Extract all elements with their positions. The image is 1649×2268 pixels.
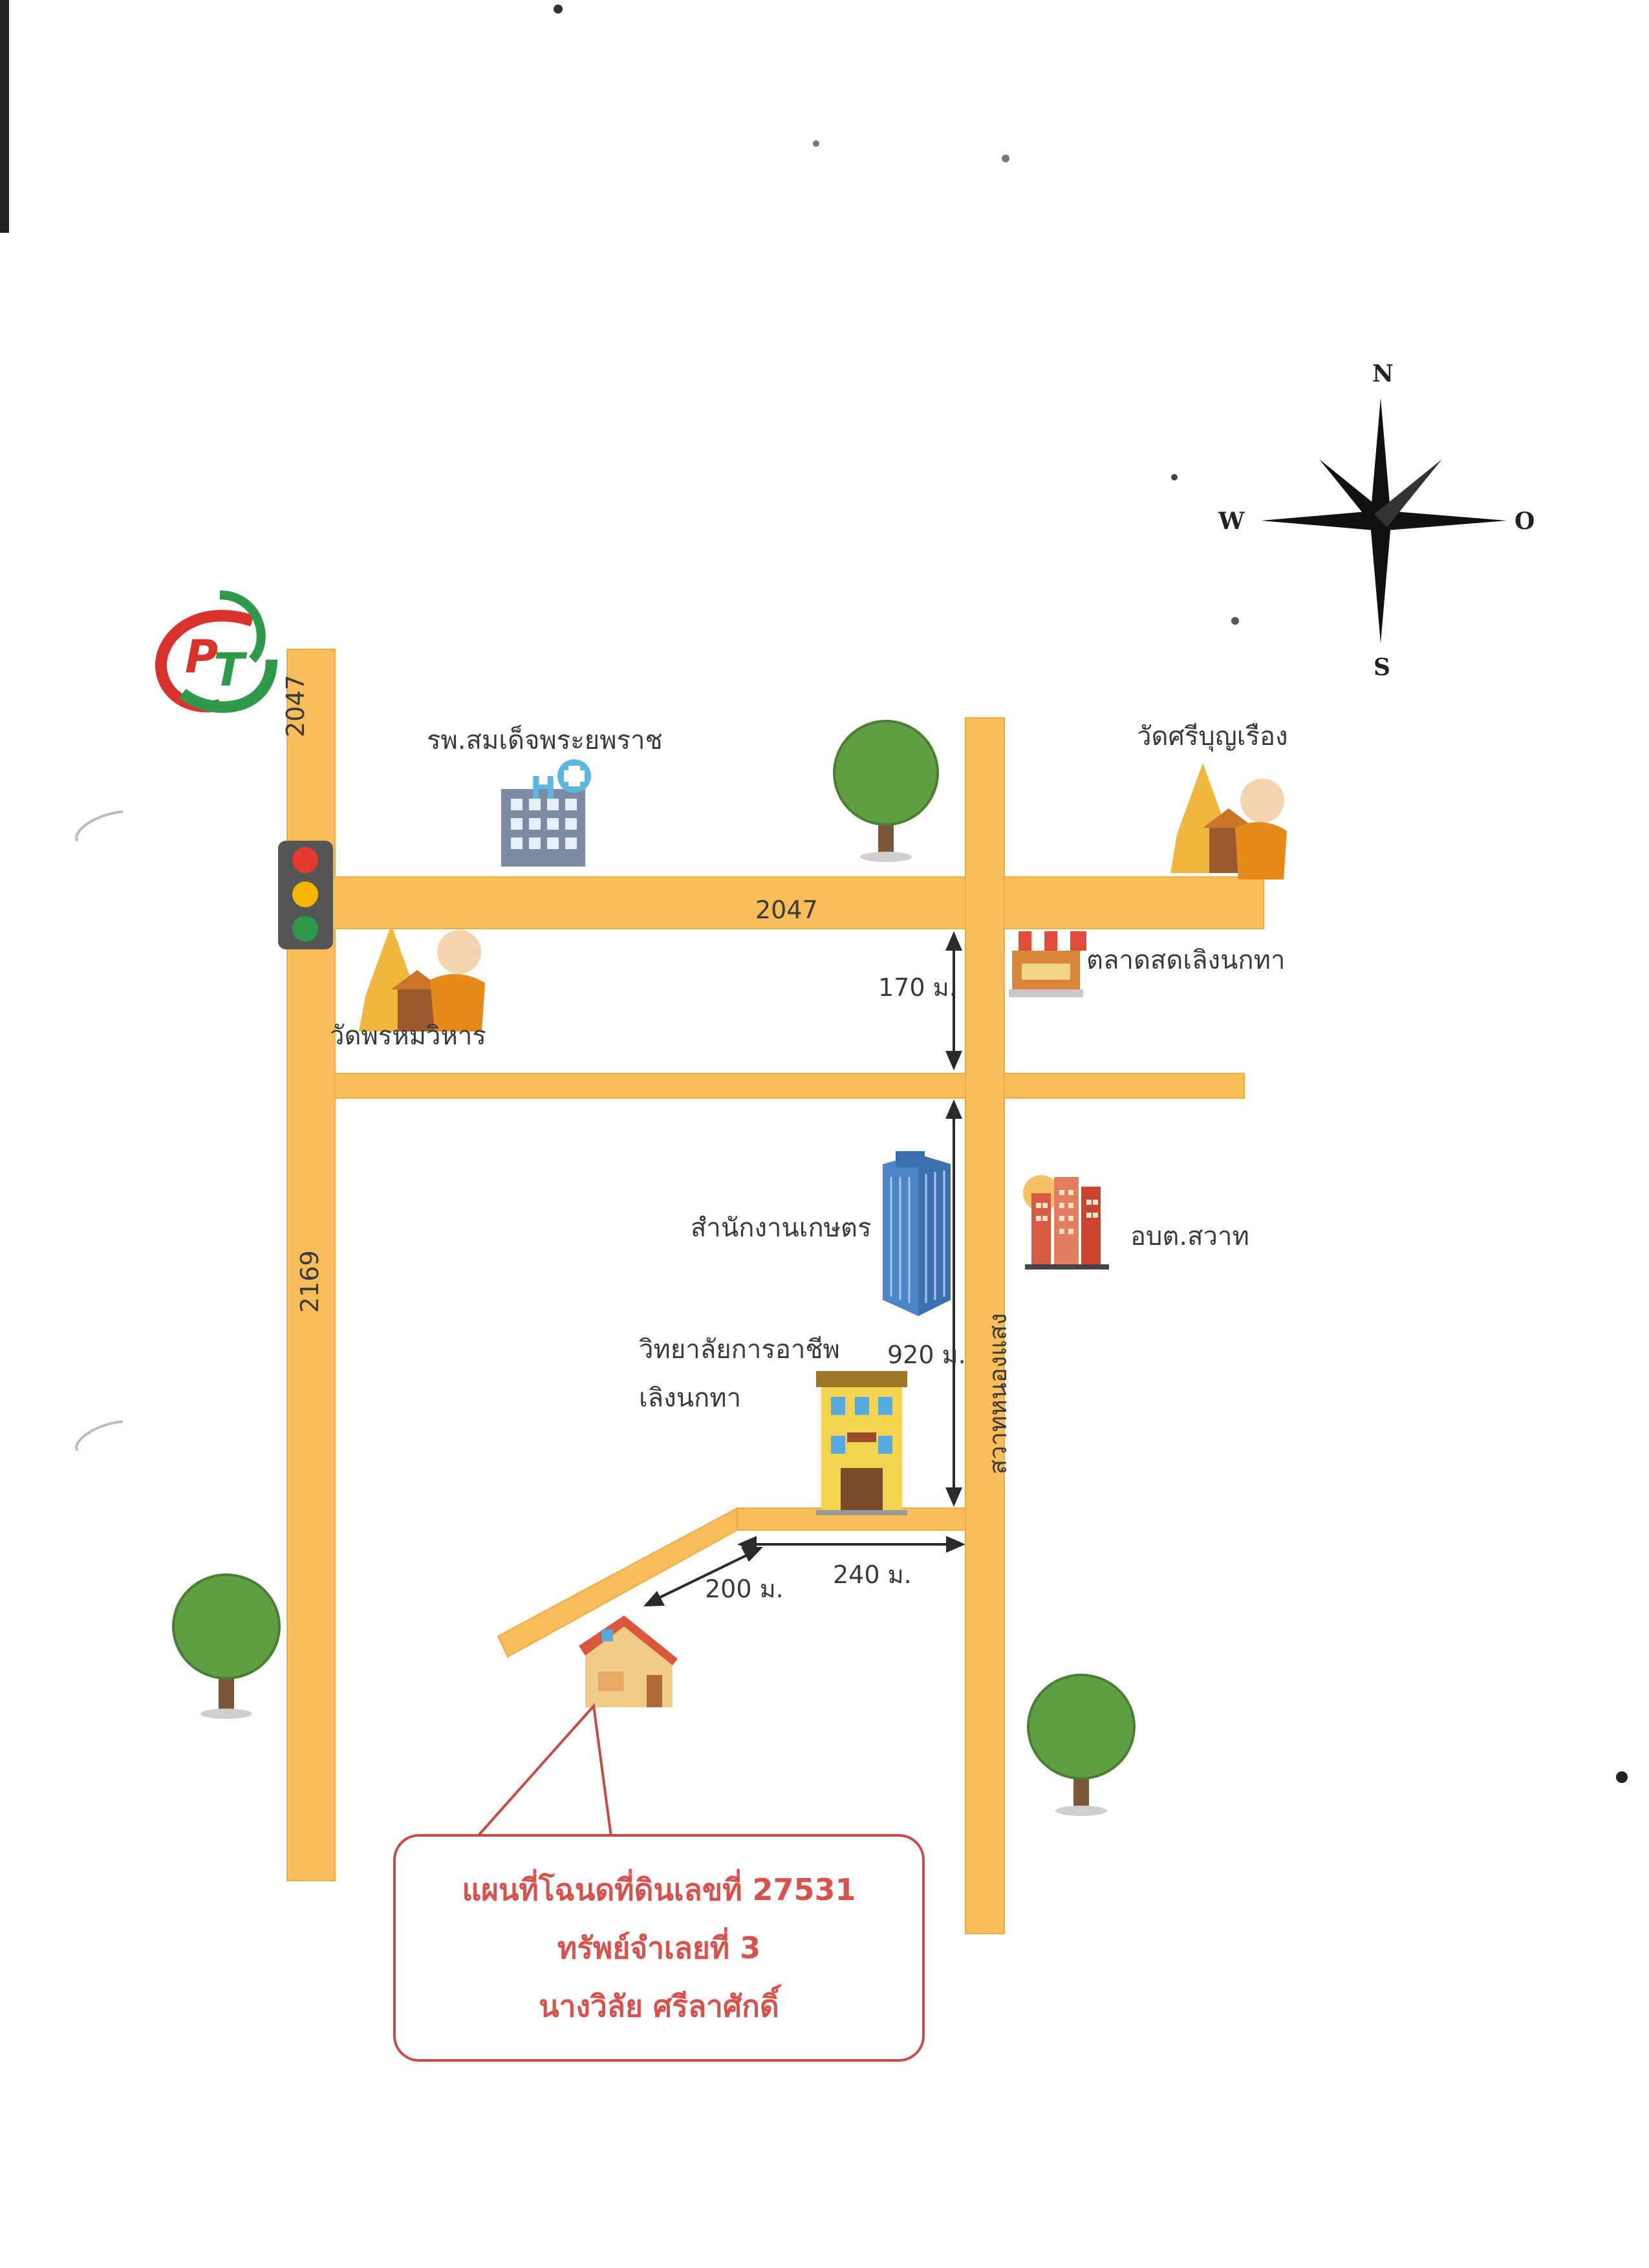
dimension-arrows (643, 931, 965, 1606)
house-icon (579, 1615, 678, 1707)
distance-200: 200 ม. (705, 1575, 784, 1603)
scan-marks (0, 0, 1628, 1783)
compass-west: W (1218, 508, 1245, 535)
market-icon (1006, 931, 1086, 997)
compass-south: S (1374, 654, 1390, 681)
tree-icon-left (172, 1573, 281, 1719)
parcel-caption-box: แผนที่โฉนดที่ดินเลขที่ 27531 ทรัพย์จำเลย… (393, 1834, 925, 2062)
traffic-light-icon (278, 841, 333, 949)
tree-icon-right (1027, 1674, 1136, 1816)
compass-rose: N S W O (1218, 360, 1535, 681)
svg-text:H: H (530, 770, 556, 806)
svg-text:T: T (213, 643, 248, 697)
temple-left-label: วัดพรหมวิหาร (330, 1021, 486, 1051)
agri-office-icon (883, 1151, 951, 1316)
pt-logo: P T (155, 590, 277, 713)
road-2047-horizontal (286, 876, 1264, 929)
road-label-2169: 2169 (296, 1250, 324, 1313)
caption-line-1: แผนที่โฉนดที่ดินเลขที่ 27531 (462, 1872, 856, 1907)
distance-240: 240 ม. (833, 1561, 912, 1589)
distance-920: 920 ม. (887, 1341, 966, 1369)
caption-line-3: นางวิลัย ศรีลาศักดิ์ (539, 1989, 779, 2024)
callout-pointer (476, 1703, 612, 1838)
caption-line-2: ทรัพย์จำเลยที่ 3 (557, 1930, 761, 1965)
compass-north: N (1372, 360, 1394, 387)
road-label-sawat: สวาทหนองแสง (984, 1313, 1012, 1474)
road-sawat-vertical (965, 717, 1005, 1934)
college-label-line2: เลิงนกทา (639, 1383, 741, 1413)
market-label: ตลาดสดเลิงนกทา (1086, 945, 1285, 975)
road-label-2047-left: 2047 (281, 675, 310, 737)
temple-icon-left (359, 925, 485, 1031)
road-middle-horizontal (334, 1073, 1245, 1099)
sao-office-label: อบต.สวาท (1130, 1222, 1249, 1251)
svg-text:P: P (185, 631, 218, 684)
compass-east: O (1514, 508, 1535, 535)
temple-right-label: วัดศรีบุญเรือง (1137, 722, 1288, 752)
road-diagonal (497, 1507, 738, 1658)
hospital-label: รพ.สมเด็จพระยพราช (427, 724, 663, 755)
sao-office-icon (1023, 1175, 1109, 1269)
hospital-icon: H (501, 759, 591, 867)
college-icon (816, 1371, 907, 1515)
tree-icon-top (833, 720, 939, 862)
road-label-2047-top: 2047 (755, 896, 818, 924)
temple-icon-right (1170, 763, 1287, 880)
distance-170: 170 ม. (878, 973, 957, 1002)
college-label-line1: วิทยาลัยการอาชีพ (639, 1335, 840, 1365)
agri-office-label: สำนักงานเกษตร (691, 1213, 872, 1243)
